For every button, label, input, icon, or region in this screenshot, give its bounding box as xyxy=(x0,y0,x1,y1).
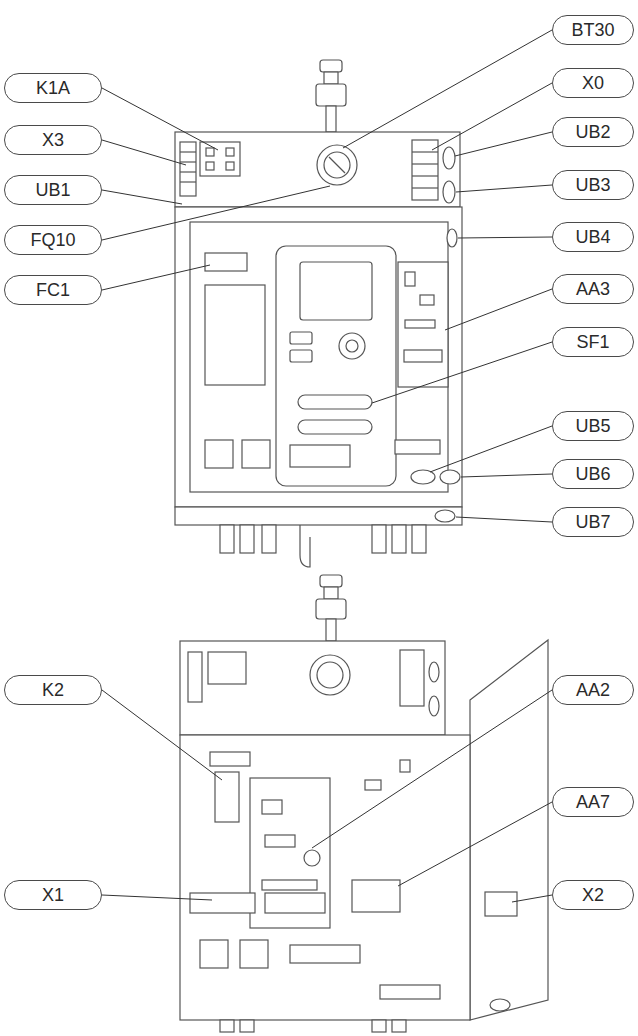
open-view xyxy=(180,575,548,1032)
callout-text: K1A xyxy=(36,78,70,99)
callout-label: AA7 xyxy=(552,787,634,817)
callout-text: X2 xyxy=(582,885,604,906)
front-view xyxy=(175,60,462,567)
callout-label: FC1 xyxy=(4,275,102,305)
callout-text: X1 xyxy=(42,885,64,906)
callout-label: FQ10 xyxy=(4,225,102,255)
callout-label: UB6 xyxy=(552,459,634,489)
callout-label: UB2 xyxy=(552,117,634,147)
callout-label: X0 xyxy=(552,68,634,98)
callout-label: UB7 xyxy=(552,507,634,537)
callout-text: FQ10 xyxy=(30,230,75,251)
leader-lines xyxy=(102,30,552,902)
callout-text: UB2 xyxy=(575,122,610,143)
callout-label: X2 xyxy=(552,880,634,910)
callout-label: AA3 xyxy=(552,274,634,304)
callout-text: FC1 xyxy=(36,280,70,301)
callout-label: UB3 xyxy=(552,170,634,200)
callout-label: K1A xyxy=(4,73,102,103)
callout-text: UB6 xyxy=(575,464,610,485)
callout-text: UB7 xyxy=(575,512,610,533)
callout-text: K2 xyxy=(42,680,64,701)
callout-text: UB3 xyxy=(575,175,610,196)
callout-text: X0 xyxy=(582,73,604,94)
callout-text: AA3 xyxy=(576,279,610,300)
callout-text: UB5 xyxy=(575,416,610,437)
callout-text: SF1 xyxy=(576,332,609,353)
callout-label: X1 xyxy=(4,880,102,910)
callout-label: K2 xyxy=(4,675,102,705)
callout-text: BT30 xyxy=(571,20,614,41)
callout-label: UB1 xyxy=(4,175,102,205)
callout-text: UB1 xyxy=(35,180,70,201)
callout-text: X3 xyxy=(42,130,64,151)
callout-text: AA2 xyxy=(576,680,610,701)
callout-text: UB4 xyxy=(575,227,610,248)
callout-text: AA7 xyxy=(576,792,610,813)
callout-label: UB5 xyxy=(552,411,634,441)
callout-label: X3 xyxy=(4,125,102,155)
callout-label: AA2 xyxy=(552,675,634,705)
callout-label: BT30 xyxy=(552,15,634,45)
callout-label: SF1 xyxy=(552,327,634,357)
callout-label: UB4 xyxy=(552,222,634,252)
